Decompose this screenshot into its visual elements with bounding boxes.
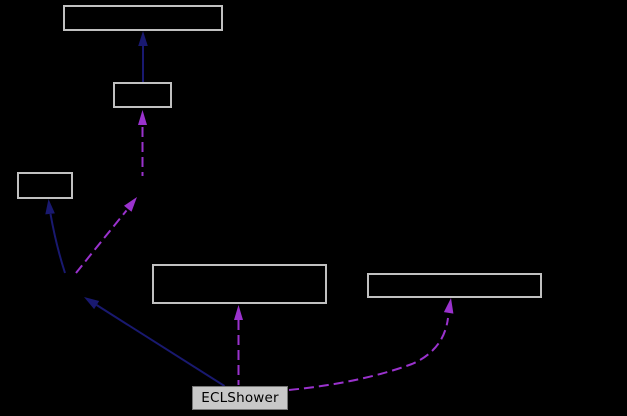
node-label	[154, 266, 325, 302]
arrowhead-icon	[443, 298, 454, 314]
edge-usage-to-right	[288, 298, 454, 391]
arrowhead-icon	[84, 297, 100, 310]
node-label	[65, 7, 221, 29]
arrowhead-icon	[138, 31, 148, 46]
edge-usage-to-middle	[234, 305, 243, 385]
node-upper-middle[interactable]	[113, 82, 172, 108]
node-eclshower: ECLShower	[192, 386, 288, 410]
node-right-wide[interactable]	[367, 273, 542, 298]
edge-usage-to-upper-middle	[138, 110, 147, 176]
edge-inheritance-from-eclshower	[84, 297, 226, 387]
node-label	[19, 174, 71, 197]
edge-line	[288, 317, 449, 391]
node-label	[115, 84, 170, 106]
node-top[interactable]	[63, 5, 223, 31]
edge-line	[75, 209, 128, 274]
node-middle-wide[interactable]	[152, 264, 327, 304]
edge-line	[49, 213, 66, 274]
arrowhead-icon	[124, 197, 137, 212]
edge-usage-diagonal	[75, 197, 137, 274]
node-label: ECLShower	[201, 390, 279, 406]
arrowhead-icon	[138, 110, 147, 125]
edge-inheritance-upper	[138, 31, 148, 82]
edge-line	[96, 304, 226, 387]
node-label	[369, 275, 540, 296]
arrowhead-icon	[45, 199, 55, 215]
arrowhead-icon	[234, 305, 243, 320]
node-left[interactable]	[17, 172, 73, 199]
edge-inheritance-to-left	[45, 199, 66, 274]
